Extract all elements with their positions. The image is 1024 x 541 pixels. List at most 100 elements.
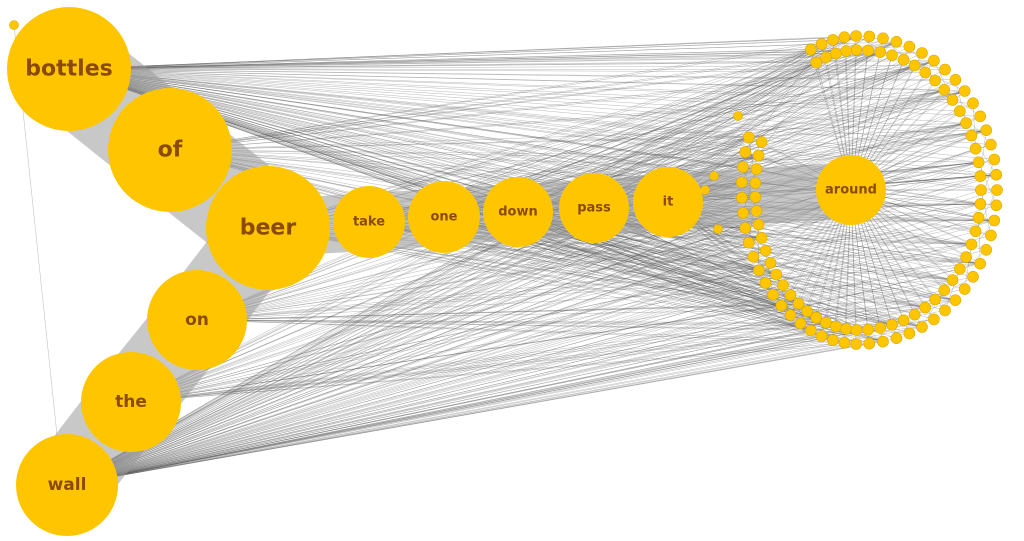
small-node: [946, 94, 959, 106]
small-node: [820, 316, 832, 329]
small-node-layer: [9, 20, 1003, 350]
edge: [66, 53, 837, 486]
edge: [66, 329, 869, 486]
edge: [169, 41, 897, 151]
node-pass: pass: [559, 173, 629, 243]
small-node: [949, 294, 962, 307]
small-node: [974, 170, 987, 182]
edge: [68, 68, 967, 258]
edge: [130, 303, 799, 403]
edge: [66, 282, 766, 486]
small-node: [9, 20, 19, 30]
small-node: [974, 198, 987, 210]
edge: [68, 57, 826, 70]
edge: [130, 274, 777, 403]
edge: [978, 217, 981, 264]
edge: [66, 231, 976, 486]
edge: [66, 333, 910, 486]
small-node: [838, 336, 851, 349]
edge: [66, 307, 926, 486]
node-circle: [816, 155, 886, 225]
edge: [68, 68, 953, 101]
node-around: around: [816, 155, 886, 225]
node-circle: [408, 181, 480, 253]
edge: [66, 268, 960, 486]
edge: [66, 36, 870, 486]
edge: [68, 68, 981, 177]
node-label: one: [430, 210, 457, 225]
small-node: [946, 274, 959, 286]
edge: [66, 242, 749, 486]
node-circle: [16, 434, 118, 536]
small-node: [804, 324, 817, 337]
edge: [66, 329, 857, 486]
small-node: [752, 149, 765, 162]
edge: [944, 89, 981, 117]
edge: [66, 326, 836, 486]
edge: [68, 68, 759, 156]
small-node: [969, 225, 982, 238]
edge: [66, 294, 791, 486]
edge: [68, 68, 746, 153]
edge: [66, 319, 934, 486]
edge: [68, 49, 811, 70]
edge: [66, 35, 857, 486]
small-node: [742, 131, 755, 144]
edge: [978, 162, 997, 206]
edge: [66, 80, 936, 486]
edge: [196, 279, 953, 321]
small-node: [752, 218, 765, 231]
edge: [169, 149, 759, 156]
edge: [980, 189, 992, 236]
edge: [66, 338, 897, 486]
edge: [66, 256, 967, 486]
node-wall: wall: [16, 434, 118, 536]
edge: [66, 314, 791, 486]
edge: [169, 50, 847, 151]
small-node: [953, 105, 966, 117]
edge: [66, 174, 997, 486]
edge: [68, 38, 883, 70]
small-node: [919, 301, 932, 314]
edge: [66, 217, 979, 486]
small-node: [975, 184, 987, 196]
small-node: [735, 176, 748, 189]
edge: [68, 59, 904, 70]
edge: [196, 319, 893, 325]
small-node: [990, 199, 1003, 212]
node-label: bottles: [25, 57, 112, 82]
edge: [66, 197, 742, 486]
edge: [934, 276, 974, 300]
small-node: [953, 263, 966, 275]
edge: [66, 60, 934, 486]
edge: [66, 46, 910, 486]
edge: [196, 227, 746, 321]
node-down: down: [483, 177, 553, 247]
edge: [66, 72, 926, 486]
edge: [196, 319, 857, 331]
edge: [68, 55, 893, 70]
edge: [130, 263, 981, 403]
edge: [130, 324, 893, 403]
edge: [68, 68, 757, 170]
edge: [196, 300, 956, 321]
node-label: of: [158, 138, 183, 163]
edge: [66, 212, 744, 486]
node-it: it: [633, 167, 703, 237]
small-node: [827, 334, 839, 346]
edge: [66, 52, 923, 486]
edge: [68, 68, 979, 163]
edge: [68, 41, 897, 70]
edge: [68, 35, 857, 70]
small-node: [775, 299, 788, 312]
node-circle: [333, 186, 405, 258]
small-node: [767, 288, 779, 301]
node-label: it: [663, 195, 674, 210]
small-node: [753, 264, 765, 277]
node-take: take: [333, 186, 405, 258]
edge: [66, 189, 982, 486]
edge: [66, 310, 946, 486]
small-node: [928, 54, 940, 67]
edge: [882, 38, 915, 66]
edge: [169, 65, 915, 151]
